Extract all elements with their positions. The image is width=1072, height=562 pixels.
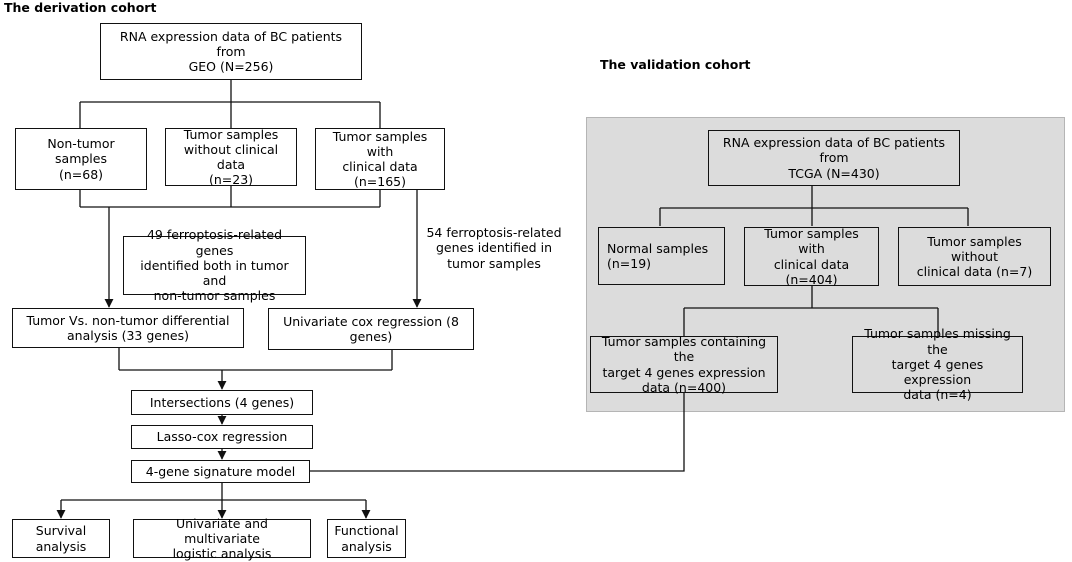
- connector-merge-samples: [79, 186, 381, 208]
- connector-tcga-split: [659, 186, 969, 226]
- connector-tumor-clin-split: [683, 286, 939, 336]
- non-tumor-samples-box: Non-tumor samples(n=68): [15, 128, 147, 190]
- normal-samples-box: Normal samples(n=19): [598, 227, 725, 285]
- cox-regression-box: Univariate cox regression (8 genes): [268, 308, 474, 350]
- connector-model-to-validation: [310, 393, 685, 472]
- signature-model-box: 4-gene signature model: [131, 460, 310, 483]
- lasso-cox-box: Lasso-cox regression: [131, 425, 313, 449]
- validation-cohort-heading: The validation cohort: [600, 57, 751, 72]
- connector-merge-analyses: [118, 348, 393, 371]
- connector-model-split: [61, 483, 366, 501]
- intersections-box: Intersections (4 genes): [131, 390, 313, 415]
- connector-geo-split: [79, 80, 381, 128]
- derivation-cohort-heading: The derivation cohort: [4, 0, 157, 15]
